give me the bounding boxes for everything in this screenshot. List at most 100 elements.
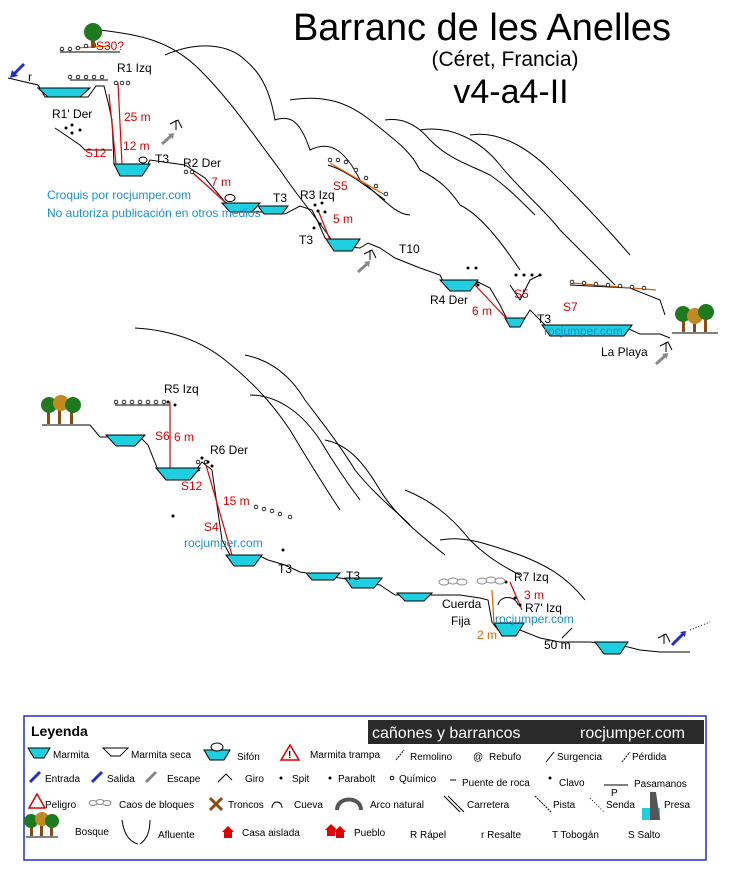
bolt-dots-lower: [166, 400, 522, 607]
credit-line-1: Croquis por rocjumper.com: [47, 188, 191, 202]
title-grade: v4-a4-II: [453, 73, 568, 111]
rope-r6: [205, 464, 233, 556]
salida-icon: [670, 631, 686, 647]
pool-4: [257, 205, 289, 215]
escape-icon-2: [356, 261, 370, 274]
arco-icon: [335, 797, 363, 811]
label-r2: R2 Der: [183, 156, 221, 170]
giro-icon-3: [659, 341, 673, 352]
peligro-icon: [27, 792, 47, 809]
distance-mark: [561, 627, 573, 639]
legend-spit: Spit: [292, 774, 309, 785]
legend-entrada: Entrada: [45, 774, 80, 785]
pool-9: [104, 434, 147, 447]
legend-giro: Giro: [245, 774, 264, 785]
watermark-lower-2: rocjumper.com: [495, 612, 574, 626]
legend-peligro: Peligro: [45, 800, 77, 811]
pool-7: [504, 317, 526, 328]
label-m6a: 6 m: [472, 304, 492, 318]
fixed-rope: [491, 589, 495, 625]
upper-valley-walls: [99, 29, 631, 286]
label-t3b: T3: [273, 191, 287, 205]
legend-troncos: Troncos: [228, 800, 264, 811]
label-t3f: T3: [346, 569, 360, 583]
lower-valley-walls: [134, 327, 586, 601]
legend-quimico: Químico: [399, 774, 437, 785]
legend-rebufo: Rebufo: [489, 752, 522, 763]
legend-pasamanos-p: P: [611, 788, 618, 799]
legend-title: Leyenda: [31, 723, 88, 739]
label-playa: La Playa: [601, 345, 648, 359]
marmita-seca-icon: [101, 747, 130, 757]
pueblo-icon: [325, 824, 346, 838]
legend-salida: Salida: [107, 774, 135, 785]
label-r1p: R1' Der: [52, 107, 92, 121]
rope-r1: [117, 82, 123, 165]
label-r3: R3 Izq: [300, 188, 335, 202]
legend-escape: Escape: [167, 774, 201, 785]
pool-16: [594, 641, 629, 655]
remolino-icon: [395, 749, 405, 761]
upper-ledge-s7: [569, 284, 666, 316]
pool-14: [395, 592, 434, 602]
label-m6b: 6 m: [174, 430, 194, 444]
caos-legend-icon: [88, 799, 112, 806]
forest-icon-upper: [672, 304, 718, 334]
forest-icon-lower: [41, 395, 88, 426]
sifon-icon-2: [138, 156, 148, 164]
lower-cave: [497, 597, 519, 606]
caos-bloques-icon: [438, 576, 506, 586]
carretera-icon: [443, 795, 465, 813]
label-t3e: T3: [278, 562, 292, 576]
presa-icon: [642, 792, 660, 820]
casa-icon: [222, 826, 234, 838]
jump-s5: [329, 162, 386, 196]
label-s5a: S5: [333, 179, 348, 193]
label-m5: 5 m: [333, 212, 353, 226]
svg-text:!: !: [288, 750, 291, 761]
pool-11: [225, 554, 263, 567]
watermark-upper: rocjumper.com: [544, 324, 623, 338]
label-m50: 50 m: [544, 638, 571, 652]
giro-icon-4: [657, 633, 671, 644]
label-r4: R4 Der: [430, 293, 468, 307]
bosque-icon: [24, 812, 59, 838]
legend-bosque: Bosque: [75, 827, 109, 838]
legend-pista: Pista: [553, 800, 576, 811]
salida-legend-icon: [90, 770, 104, 784]
legend-caos: Caos de bloques: [119, 800, 194, 811]
lower-streambed: [42, 424, 690, 653]
label-s12a: S12: [85, 146, 107, 160]
giro-icon-2: [363, 249, 377, 260]
entrada-legend-icon: [28, 770, 42, 784]
label-r1: R1 Izq: [117, 61, 152, 75]
legend-banner-site: rocjumper.com: [580, 725, 685, 742]
escape-icon-1: [160, 133, 174, 146]
legend-pueblo: Pueblo: [354, 828, 386, 839]
pool-3: [220, 202, 262, 213]
escape-icon-3: [654, 353, 668, 366]
legend-carretera: Carretera: [467, 800, 510, 811]
label-cuerda: Cuerda: [442, 597, 482, 611]
legend-arco: Arco natural: [370, 800, 424, 811]
label-s30: S30?: [96, 39, 124, 53]
legend-clavo: Clavo: [559, 778, 585, 789]
title-main: Barranc de les Anelles: [293, 7, 671, 49]
watermark-lower-1: rocjumper.com: [184, 536, 263, 550]
label-m2: 2 m: [477, 628, 497, 642]
label-s4: S4: [204, 520, 219, 534]
label-t3a: T3: [155, 152, 169, 166]
perdida-icon: [621, 751, 631, 763]
legend-surgencia: Surgencia: [557, 752, 602, 763]
legend-marmita-seca: Marmita seca: [131, 750, 191, 761]
legend-presa: Presa: [664, 800, 691, 811]
giro-legend-icon: [217, 773, 233, 783]
legend-marmita-trampa: Marmita trampa: [310, 750, 380, 761]
rope-r4: [474, 284, 507, 319]
legend: Leyenda cañones y barrancos rocjumper.co…: [23, 715, 707, 861]
legend-remolino: Remolino: [410, 752, 453, 763]
legend-afluente: Afluente: [158, 830, 195, 841]
label-r7p: R7' Izq: [525, 601, 562, 615]
label-m25: 25 m: [124, 110, 151, 124]
